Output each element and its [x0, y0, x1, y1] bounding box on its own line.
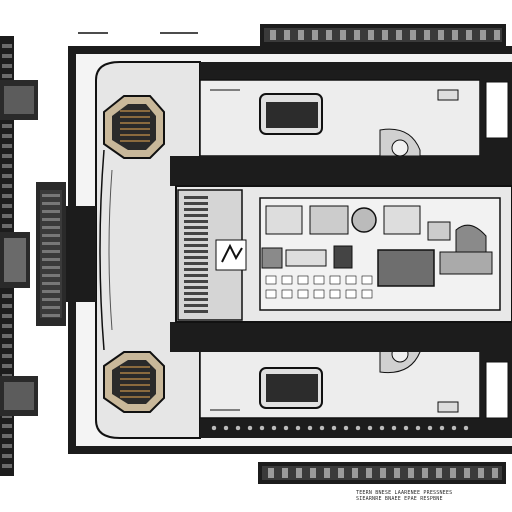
caption-line-2: SIEARNRE BNAEE EPAE RESPBNE	[356, 496, 443, 502]
front-hitch	[36, 182, 96, 326]
caption-line-1: TEERN BNESE LAARENEE PRESSNEES	[356, 490, 453, 496]
top-track	[260, 24, 506, 46]
left-rail	[0, 36, 38, 476]
bolt-row	[211, 425, 469, 431]
bottom-track	[258, 462, 506, 484]
drawing-caption: TEERN BNESE LAARENEE PRESSNEES SIEARNRE …	[356, 490, 506, 502]
top-vent	[259, 93, 323, 135]
rear-left-wheel-well	[103, 351, 165, 413]
front-left-wheel-well	[103, 95, 165, 159]
bottom-vent	[259, 367, 323, 409]
central-cockpit	[170, 156, 512, 352]
